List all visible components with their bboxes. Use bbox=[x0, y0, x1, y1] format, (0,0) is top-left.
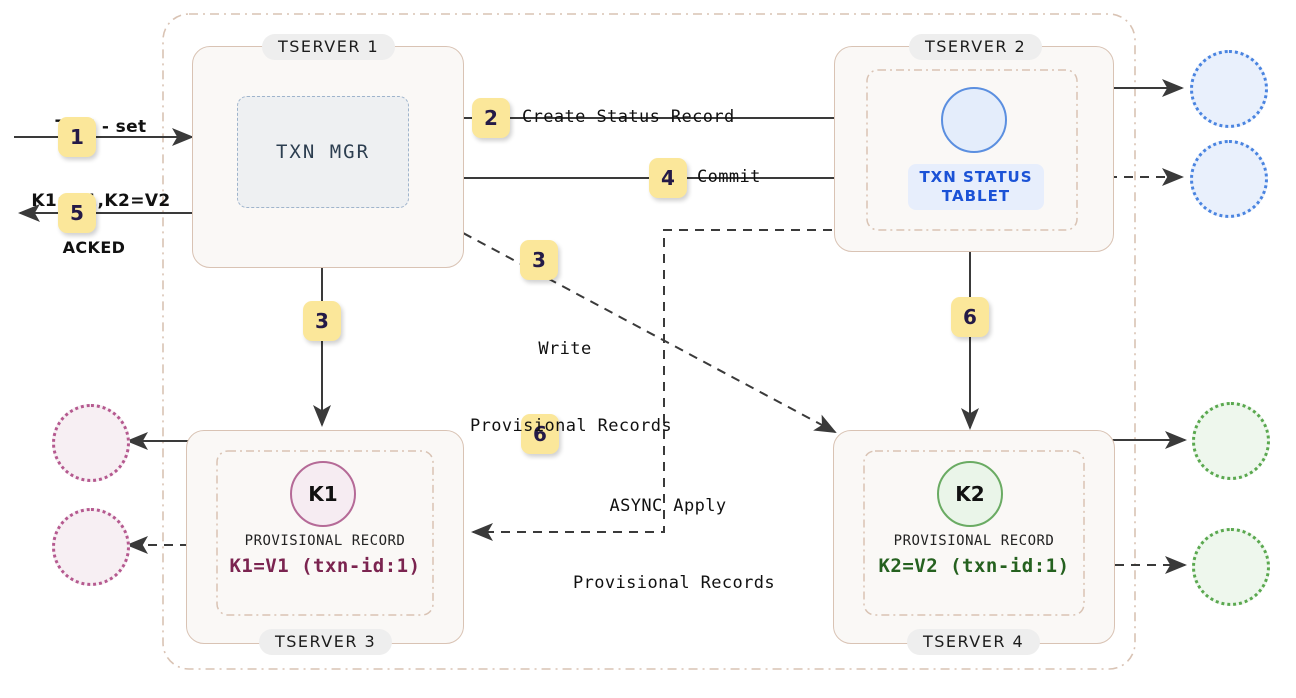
txn-status-tablet-circle bbox=[941, 87, 1007, 153]
txn-status-tablet-text: TXN STATUS TABLET bbox=[919, 168, 1032, 206]
step-3-label-line1: Write bbox=[538, 339, 592, 359]
tserver-3-label: TSERVER 3 bbox=[259, 629, 393, 655]
step-6-label-line2: Provisional Records bbox=[573, 572, 776, 593]
step-badge-4[interactable]: 4 bbox=[649, 158, 687, 198]
replica-pink-lower bbox=[52, 508, 130, 586]
provisional-record-k2-value: K2=V2 (txn-id:1) bbox=[878, 555, 1070, 577]
tserver-4-label: TSERVER 4 bbox=[907, 629, 1041, 655]
step-badge-2[interactable]: 2 bbox=[472, 98, 510, 138]
k2-circle[interactable]: K2 bbox=[937, 461, 1003, 527]
acked-label: ACKED bbox=[62, 238, 126, 257]
step-3-label-line2: Provisional Records bbox=[470, 415, 673, 436]
provisional-record-k1-caption: PROVISIONAL RECORD bbox=[244, 533, 406, 549]
request-label-line2: K1=V1,K2=V2 bbox=[31, 191, 171, 212]
step-4-label: Commit bbox=[697, 167, 761, 187]
txn-mgr-box[interactable]: TXN MGR bbox=[237, 96, 409, 208]
tserver-4-tablet-region bbox=[863, 450, 1085, 616]
request-label: TXN - set K1=V1,K2=V2 bbox=[14, 66, 188, 263]
replica-blue-upper bbox=[1190, 50, 1268, 128]
txn-status-line1: TXN STATUS bbox=[919, 168, 1033, 187]
step-badge-6-async[interactable]: 6 bbox=[521, 414, 559, 454]
txn-status-tablet-label: TXN STATUS TABLET bbox=[908, 164, 1044, 210]
replica-blue-lower bbox=[1190, 140, 1268, 218]
step-badge-3-vertical[interactable]: 3 bbox=[303, 301, 341, 341]
tserver-1-label: TSERVER 1 bbox=[262, 34, 396, 60]
replica-green-lower bbox=[1192, 528, 1270, 606]
tserver-2-label: TSERVER 2 bbox=[909, 34, 1043, 60]
k1-circle[interactable]: K1 bbox=[290, 461, 356, 527]
step-6-label-line1: ASYNC Apply bbox=[609, 496, 727, 516]
tserver-2-tablet-region bbox=[866, 69, 1078, 231]
provisional-record-k2: PROVISIONAL RECORD K2=V2 (txn-id:1) bbox=[863, 533, 1085, 577]
step-badge-1[interactable]: 1 bbox=[58, 117, 96, 157]
step-6-label: ASYNC Apply Provisional Records bbox=[573, 443, 776, 647]
step-badge-3-diagonal[interactable]: 3 bbox=[520, 240, 558, 280]
txn-status-line2: TABLET bbox=[941, 187, 1011, 205]
replica-green-upper bbox=[1192, 402, 1270, 480]
step-badge-5[interactable]: 5 bbox=[58, 193, 96, 233]
tserver-3-tablet-region bbox=[216, 450, 434, 616]
step-badge-6-vertical[interactable]: 6 bbox=[951, 297, 989, 337]
replica-pink-upper bbox=[52, 404, 130, 482]
step-2-label: Create Status Record bbox=[522, 107, 735, 127]
step-3-label: Write Provisional Records bbox=[470, 286, 673, 490]
request-label-line1: TXN - set bbox=[55, 117, 147, 138]
provisional-record-k1: PROVISIONAL RECORD K1=V1 (txn-id:1) bbox=[216, 533, 434, 577]
provisional-record-k1-value: K1=V1 (txn-id:1) bbox=[229, 555, 421, 577]
provisional-record-k2-caption: PROVISIONAL RECORD bbox=[893, 533, 1055, 549]
